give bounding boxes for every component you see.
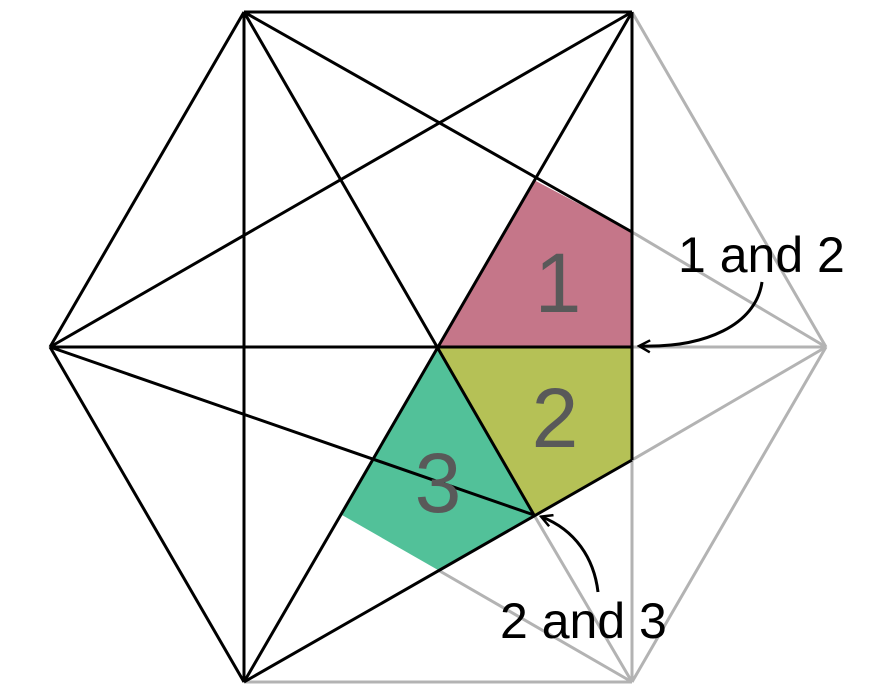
region-3 <box>342 347 534 570</box>
outline-lines <box>48 10 634 684</box>
region-2-label: 2 <box>532 371 579 465</box>
faded-lines <box>244 11 828 684</box>
callout-arrow-2-3 <box>542 517 600 593</box>
callout-label-2-3: 2 and 3 <box>500 593 667 649</box>
region-1-label: 1 <box>535 236 582 330</box>
callout-arrow-1-2 <box>640 281 764 346</box>
region-3-label: 3 <box>415 436 462 530</box>
region-1 <box>438 180 632 347</box>
callout-label-1-2: 1 and 2 <box>678 227 845 283</box>
region-2 <box>438 347 632 515</box>
